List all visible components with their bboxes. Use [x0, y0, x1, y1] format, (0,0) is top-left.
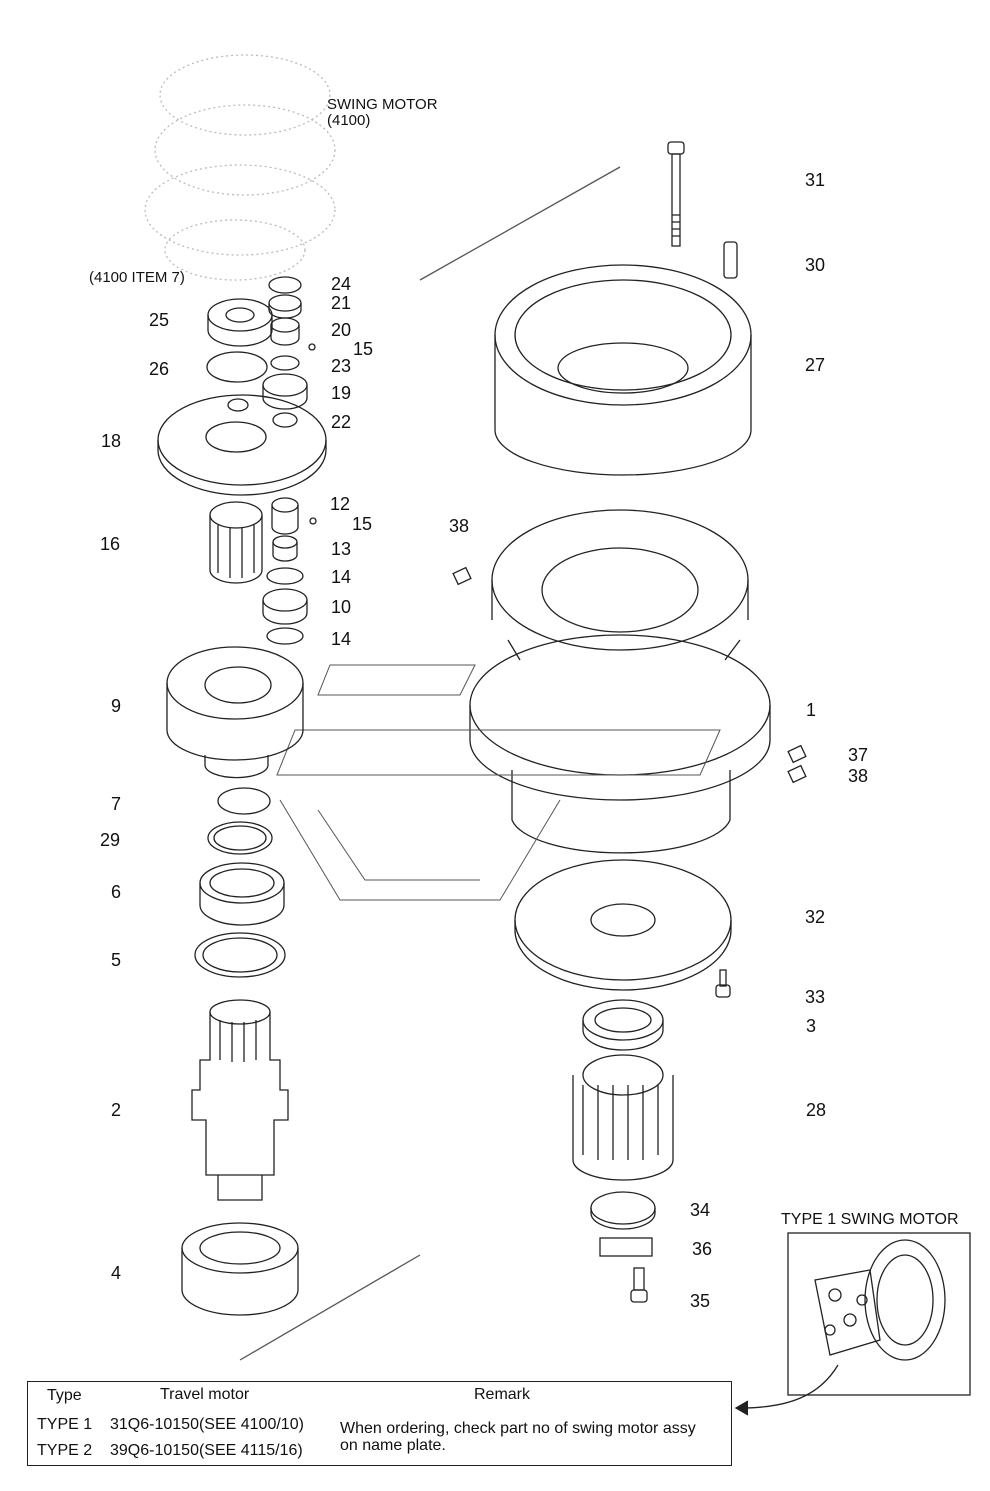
- table-header-travel: Travel motor: [160, 1386, 250, 1403]
- callout-1: 1: [806, 700, 817, 720]
- callout-27: 27: [805, 355, 826, 375]
- pin-12: [271, 497, 299, 535]
- type-table: Type Travel motor Remark TYPE 1 31Q6-101…: [27, 1381, 732, 1466]
- seal-3: [582, 999, 664, 1051]
- callout-34: 34: [690, 1200, 711, 1220]
- table-row-1-travel: 31Q6-10150(SEE 4100/10): [110, 1416, 304, 1433]
- callout-30: 30: [805, 255, 826, 275]
- pin-20: [270, 317, 300, 346]
- inset-title: TYPE 1 SWING MOTOR: [781, 1211, 959, 1228]
- spring-pin-15b: [309, 517, 317, 525]
- callout-15a: 15: [353, 339, 374, 359]
- callout-32: 32: [805, 907, 826, 927]
- callout-5: 5: [111, 950, 122, 970]
- swing-motor-ghost: [144, 54, 336, 281]
- bearing-4: [181, 1222, 299, 1316]
- swing-motor-code: (4100): [327, 112, 371, 129]
- callout-38a: 38: [449, 516, 470, 536]
- gear-19: [262, 373, 308, 410]
- callout-33: 33: [805, 987, 826, 1007]
- inset-motor: [814, 1239, 946, 1361]
- table-row-2-travel: 39Q6-10150(SEE 4115/16): [110, 1442, 303, 1459]
- watermark: [276, 664, 721, 901]
- bushing-21: [268, 294, 302, 319]
- callout-12: 12: [330, 494, 351, 514]
- callout-14a: 14: [331, 567, 352, 587]
- inset-frame: [787, 1232, 971, 1396]
- bearing-6: [199, 862, 285, 926]
- callout-15b: 15: [352, 514, 373, 534]
- callout-35: 35: [690, 1291, 711, 1311]
- table-header-remark: Remark: [474, 1386, 531, 1403]
- snap-ring-29: [207, 821, 273, 855]
- shaft-2: [191, 999, 289, 1201]
- gear-16: [209, 501, 263, 584]
- bolt-33: [715, 969, 731, 998]
- callout-9: 9: [111, 696, 122, 716]
- disc-7: [217, 787, 271, 815]
- callout-28: 28: [806, 1100, 827, 1120]
- gear-10: [262, 588, 308, 625]
- washer-23: [270, 355, 300, 371]
- item-ref-label: (4100 ITEM 7): [89, 269, 185, 286]
- callout-31: 31: [805, 170, 826, 190]
- pin-30: [723, 241, 738, 279]
- plug-38b: [787, 764, 807, 784]
- table-header-type: Type: [47, 1387, 82, 1404]
- callout-19: 19: [331, 383, 352, 403]
- callout-38b: 38: [848, 766, 869, 786]
- washer-14b: [266, 627, 304, 645]
- callout-4: 4: [111, 1263, 122, 1283]
- inset-arrowhead: [734, 1400, 749, 1416]
- callout-23: 23: [331, 356, 352, 376]
- plug-37: [787, 744, 807, 764]
- callout-29: 29: [100, 830, 121, 850]
- callout-21: 21: [331, 293, 352, 313]
- table-remark-line-1: When ordering, check part no of swing mo…: [340, 1420, 696, 1437]
- callout-10: 10: [331, 597, 352, 617]
- callout-37: 37: [848, 745, 869, 765]
- callout-16: 16: [100, 534, 121, 554]
- ring-gear-27: [494, 264, 752, 476]
- callout-13: 13: [331, 539, 352, 559]
- callout-20: 20: [331, 320, 352, 340]
- table-row-2-type: TYPE 2: [37, 1442, 93, 1459]
- callout-24: 24: [331, 274, 352, 294]
- callout-14b: 14: [331, 629, 352, 649]
- callout-26: 26: [149, 359, 170, 379]
- washer-26: [206, 351, 268, 383]
- carrier-9: [166, 646, 304, 779]
- gear-25: [207, 298, 273, 347]
- callout-18: 18: [101, 431, 122, 451]
- callout-2: 2: [111, 1100, 122, 1120]
- callout-25: 25: [149, 310, 170, 330]
- bushing-13: [272, 535, 298, 562]
- ring-24: [268, 276, 302, 294]
- housing-1: [469, 509, 771, 854]
- spring-pin-15a: [308, 343, 316, 351]
- inset-arrow: [739, 1364, 839, 1409]
- washer-14a: [266, 567, 304, 585]
- callout-3: 3: [806, 1016, 817, 1036]
- callout-36: 36: [692, 1239, 713, 1259]
- seal-5: [194, 932, 286, 978]
- callout-6: 6: [111, 882, 122, 902]
- plug-38a: [452, 566, 472, 586]
- bolt-31: [667, 141, 685, 247]
- lock-plate-36: [599, 1237, 653, 1257]
- callout-22: 22: [331, 412, 352, 432]
- pinion-28: [572, 1054, 674, 1181]
- table-row-1-type: TYPE 1: [37, 1416, 93, 1433]
- swing-motor-label: SWING MOTOR: [327, 96, 438, 113]
- bolt-35: [630, 1267, 648, 1303]
- table-remark-line-2: on name plate.: [340, 1437, 446, 1454]
- plate-32: [514, 859, 732, 991]
- carrier-18: [157, 394, 327, 496]
- plate-34: [590, 1191, 656, 1230]
- callout-7: 7: [111, 794, 122, 814]
